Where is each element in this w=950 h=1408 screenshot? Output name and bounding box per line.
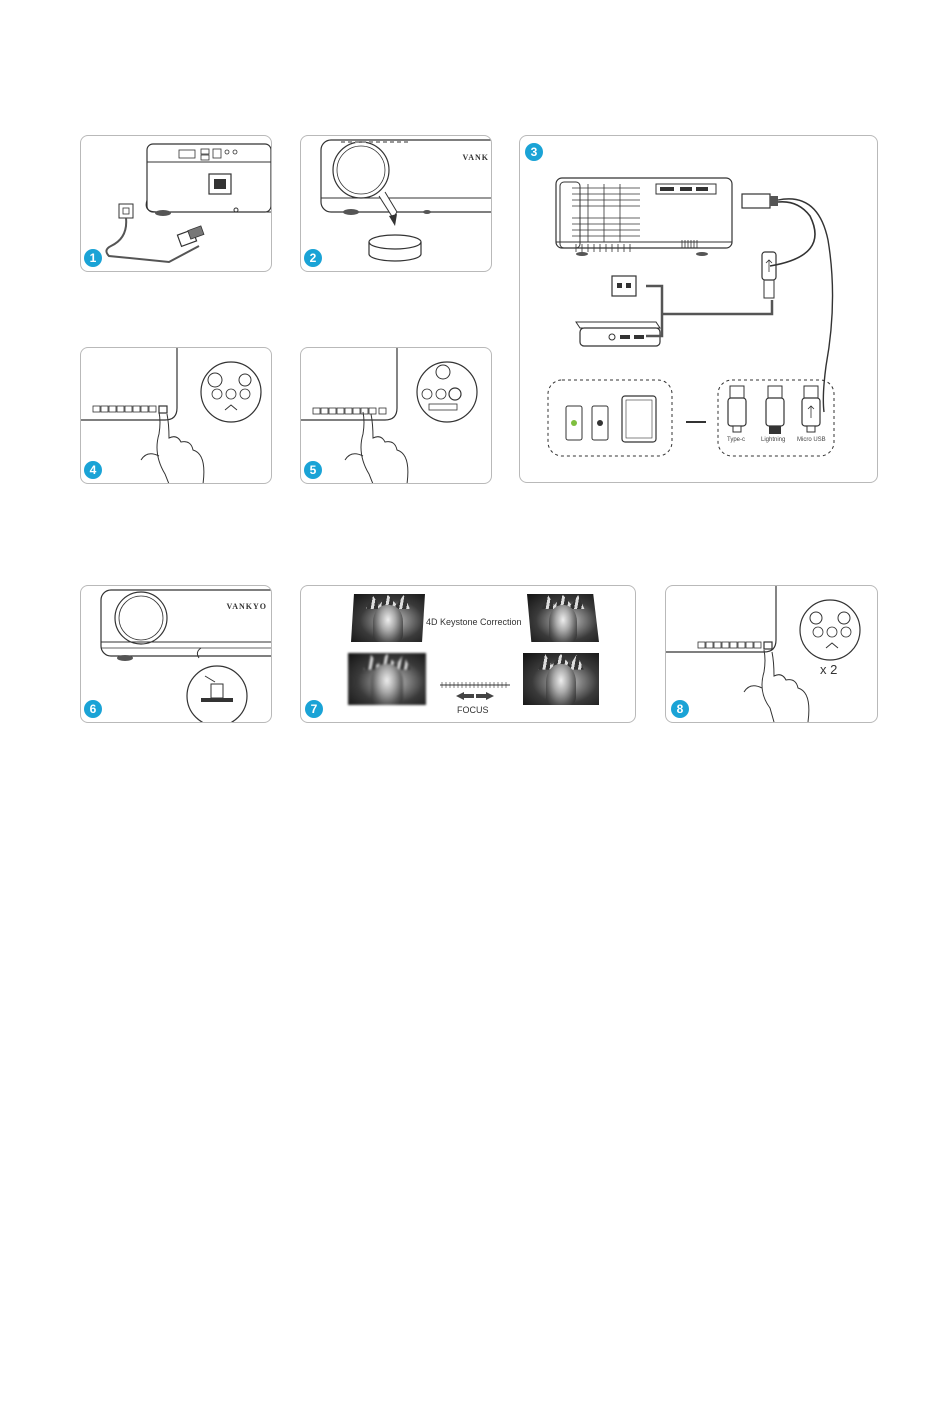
step-7-panel: 4D Keystone Correction FOCUS 7: [300, 585, 636, 723]
focus-before-image: [348, 653, 426, 705]
projector-brand-label: VANK: [462, 153, 489, 162]
keystone-after-image: [527, 594, 599, 642]
step-2-badge: 2: [304, 249, 322, 267]
step-4-badge: 4: [84, 461, 102, 479]
focus-after-image: [523, 653, 599, 705]
press-button-illustration: [81, 348, 271, 483]
step-3-badge: 3: [525, 143, 543, 161]
micro-usb-label: Micro USB: [797, 437, 826, 443]
step-5-panel: 5: [300, 347, 492, 484]
step-7-badge: 7: [305, 700, 323, 718]
step-5-badge: 5: [304, 461, 322, 479]
step-6-badge: 6: [84, 700, 102, 718]
step-6-panel: VANKYO 6: [80, 585, 272, 723]
power-connection-illustration: [81, 136, 271, 271]
step-8-panel: x 2 8: [665, 585, 878, 723]
projector-brand-label-6: VANKYO: [226, 602, 267, 611]
usb-power-illustration: [520, 136, 877, 482]
keystone-correction-label: 4D Keystone Correction: [426, 617, 522, 627]
press-twice-illustration: [666, 586, 877, 722]
step-8-badge: 8: [671, 700, 689, 718]
lightning-label: Lightning: [761, 437, 785, 443]
step-2-panel: VANK 2: [300, 135, 492, 272]
step-4-panel: 4: [80, 347, 272, 484]
type-c-label: Type-c: [727, 437, 745, 443]
keystone-before-image: [351, 594, 425, 642]
step-3-panel: 3 Type-c Lightning Micro USB: [519, 135, 878, 483]
focus-label: FOCUS: [457, 705, 489, 715]
press-ok-button-illustration: [301, 348, 491, 483]
step-1-panel: 1: [80, 135, 272, 272]
press-count-label: x 2: [820, 662, 837, 677]
step-1-badge: 1: [84, 249, 102, 267]
